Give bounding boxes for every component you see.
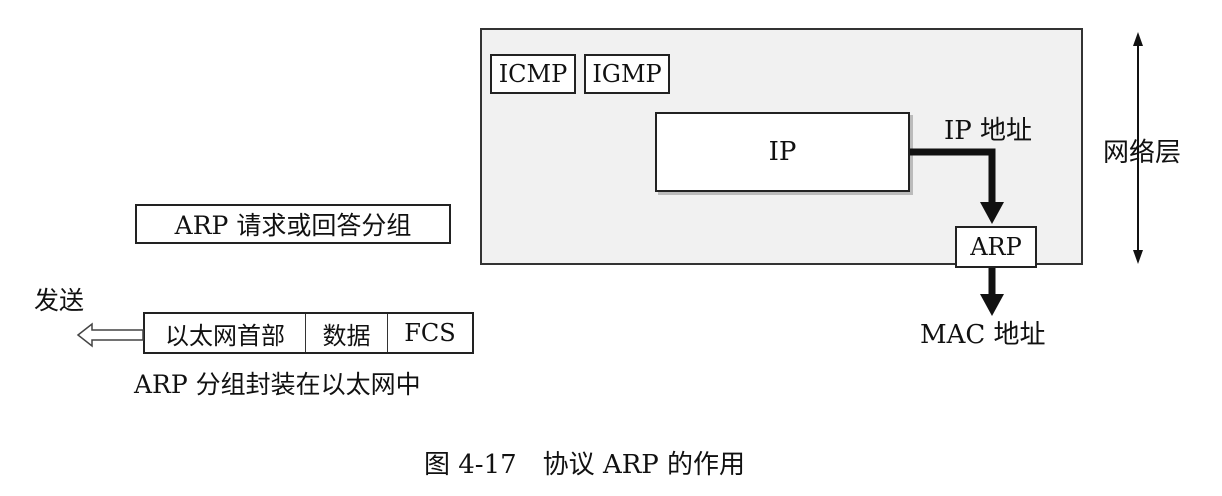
- ip-address-label: IP 地址: [944, 116, 1033, 146]
- ip-box: IP: [655, 112, 910, 192]
- figure-caption: 图 4-17 协议 ARP 的作用: [424, 450, 746, 480]
- frame-data-cell: 数据: [305, 314, 387, 352]
- network-layer-label: 网络层: [1103, 138, 1182, 168]
- icmp-label: ICMP: [498, 60, 568, 88]
- frame-fcs-cell: FCS: [387, 314, 472, 352]
- arp-packet-label: ARP 请求或回答分组: [174, 211, 412, 240]
- ethernet-frame: 以太网首部 数据 FCS: [143, 312, 474, 354]
- send-label: 发送: [34, 286, 85, 315]
- igmp-label: IGMP: [592, 60, 662, 88]
- arp-box: ARP: [955, 226, 1037, 268]
- send-arrow: [76, 322, 144, 348]
- arp-packet-box: ARP 请求或回答分组: [135, 204, 451, 244]
- igmp-box: IGMP: [584, 54, 670, 94]
- frame-header-label: 以太网首部: [165, 321, 285, 350]
- frame-data-label: 数据: [322, 321, 371, 350]
- encapsulation-label: ARP 分组封装在以太网中: [134, 370, 421, 399]
- frame-fcs-label: FCS: [404, 319, 456, 347]
- mac-address-label: MAC 地址: [920, 320, 1046, 350]
- icmp-box: ICMP: [490, 54, 576, 94]
- ip-label: IP: [768, 137, 797, 167]
- arp-label: ARP: [970, 233, 1022, 261]
- frame-header-cell: 以太网首部: [145, 314, 305, 352]
- ip-to-arp-arrow: [910, 148, 1004, 224]
- arp-to-mac-arrow: [980, 268, 1004, 316]
- network-layer-span-arrow: [1133, 32, 1143, 264]
